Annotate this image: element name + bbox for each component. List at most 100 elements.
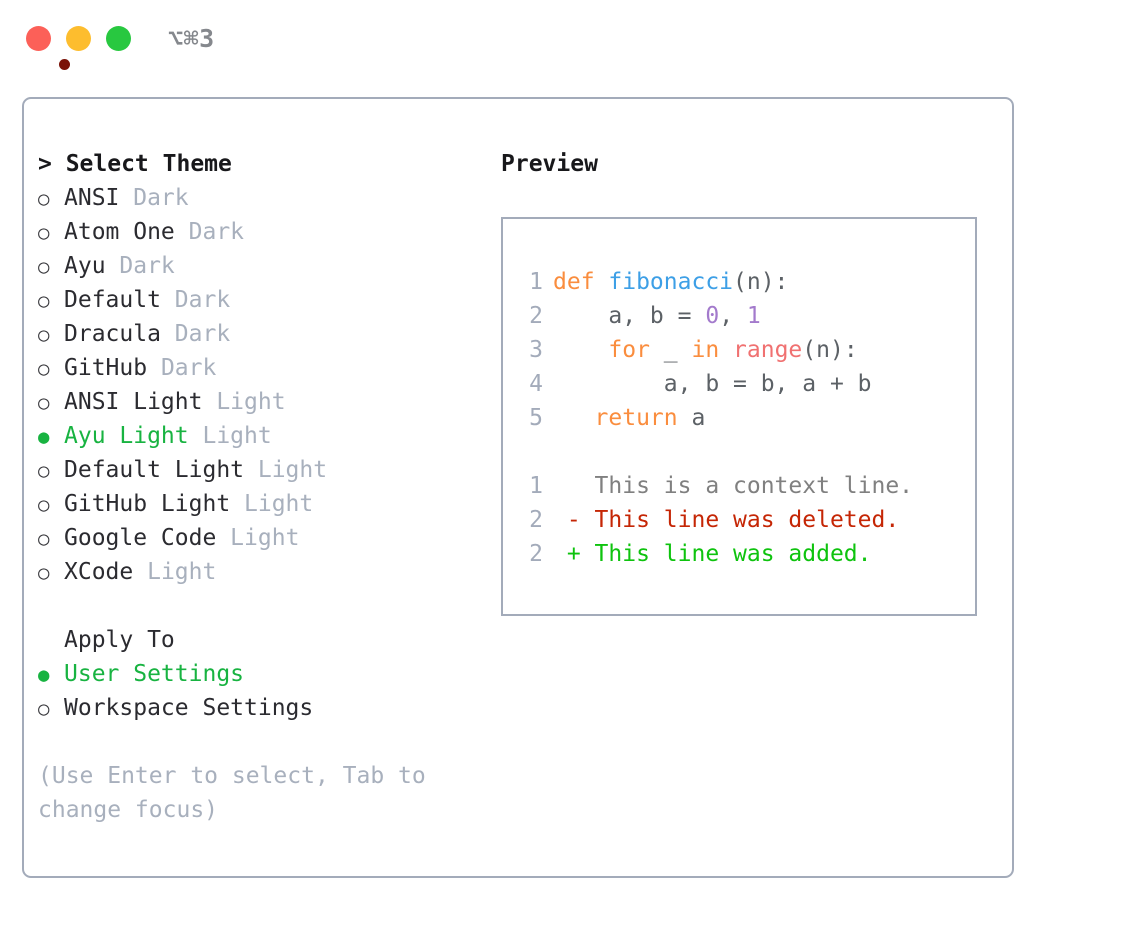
theme-option-tag: Dark [160, 287, 231, 313]
theme-option-tag: Light [244, 457, 328, 483]
radio-unselected-icon: ○ [38, 494, 50, 516]
apply-to-option-label: Workspace Settings [64, 695, 314, 721]
code-token: return [553, 405, 678, 431]
theme-option-ansi[interactable]: ○ ANSI Dark [38, 181, 488, 215]
code-token: in [691, 337, 734, 363]
theme-option-default-light[interactable]: ○Default Light Light [38, 453, 488, 487]
diff-line-text: - This line was deleted. [553, 507, 900, 533]
theme-option-github-light[interactable]: ○ GitHub Light Light [38, 487, 488, 521]
theme-option-label: Google Code [64, 525, 217, 551]
diff-line-text: + This line was added. [553, 541, 872, 567]
theme-option-tag: Dark [119, 185, 189, 211]
code-line: 4 a, b = b, a + b [517, 367, 913, 401]
theme-option-tag: Light [216, 525, 300, 551]
radio-unselected-icon: ○ [38, 562, 50, 584]
code-line: 2 a, b = 0, 1 [517, 299, 913, 333]
radio-unselected-icon: ○ [38, 324, 50, 346]
radio-unselected-icon: ○ [38, 392, 50, 414]
apply-to-option-label: User Settings [64, 661, 245, 687]
theme-option-github[interactable]: ○GitHub Dark [38, 351, 488, 385]
code-token: , [719, 303, 747, 329]
code-token: 0 [705, 303, 720, 329]
code-line-text: return a [553, 405, 706, 431]
code-blank-line [517, 435, 913, 469]
radio-selected-icon: ● [38, 664, 50, 686]
theme-option-tag: Light [202, 389, 286, 415]
code-token: a [677, 405, 706, 431]
theme-option-label: XCode [64, 559, 134, 585]
theme-option-ayu[interactable]: ○ Ayu Dark [38, 249, 488, 283]
theme-option-dracula[interactable]: ○ Dracula Dark [38, 317, 488, 351]
theme-option-ansi-light[interactable]: ○ ANSI Light Light [38, 385, 488, 419]
line-number: 1 [529, 473, 543, 499]
code-token: fibonacci [608, 269, 734, 295]
theme-option-label: Ayu [64, 253, 106, 279]
theme-option-ayu-light[interactable]: ● Ayu Light Light [38, 419, 488, 453]
theme-option-google-code[interactable]: ○Google Code Light [38, 521, 488, 555]
theme-option-xcode[interactable]: ○ XCode Light [38, 555, 488, 589]
theme-option-label: GitHub [64, 355, 148, 381]
apply-to-list: ● User Settings ○ Workspace Settings [38, 657, 488, 725]
hint-text: (Use Enter to select, Tab to change focu… [38, 763, 440, 823]
radio-unselected-icon: ○ [38, 290, 50, 312]
theme-option-label: Default [64, 287, 161, 313]
theme-option-label: Ayu Light [64, 423, 189, 449]
code-line: 3 for _ in range(n): [517, 333, 913, 367]
code-line-text: def fibonacci(n): [553, 269, 788, 295]
maximize-button[interactable] [106, 26, 131, 51]
diff-line: 2 + This line was added. [517, 537, 913, 571]
radio-unselected-icon: ○ [38, 188, 50, 210]
preview-title: Preview [501, 151, 598, 177]
code-token: (n): [733, 269, 789, 295]
spacer [38, 589, 488, 623]
line-number: 5 [529, 405, 543, 431]
theme-option-default[interactable]: ○ Default Dark [38, 283, 488, 317]
theme-option-label: ANSI Light [64, 389, 203, 415]
close-button[interactable] [26, 26, 70, 70]
dialog-card: > Select Theme ○ANSI Dark○Atom One Dark○… [22, 97, 1014, 878]
apply-to-option-user-settings[interactable]: ● User Settings [38, 657, 488, 691]
code-token: a, b = b, a + b [553, 371, 872, 397]
code-token: def [553, 269, 609, 295]
theme-picker-header: > Select Theme [38, 151, 232, 177]
code-line: 5 return a [517, 401, 913, 435]
radio-selected-icon: ● [38, 426, 50, 448]
line-number: 2 [529, 507, 543, 533]
record-indicator-icon [59, 59, 70, 70]
code-line-text: a, b = b, a + b [553, 371, 872, 397]
theme-option-tag: Dark [160, 321, 231, 347]
apply-to-label: Apply To [64, 627, 175, 653]
theme-option-tag: Light [188, 423, 272, 449]
minimize-button[interactable] [66, 26, 91, 51]
diff-line-text: This is a context line. [553, 473, 914, 499]
theme-option-tag: Light [133, 559, 217, 585]
radio-unselected-icon: ○ [38, 460, 50, 482]
code-token: for [553, 337, 650, 363]
line-number: 2 [529, 303, 543, 329]
theme-option-tag: Dark [105, 253, 175, 279]
code-line-text: for _ in range(n): [553, 337, 858, 363]
code-token: (n): [802, 337, 858, 363]
theme-option-label: Dracula [64, 321, 161, 347]
diff-line: 2 - This line was deleted. [517, 503, 913, 537]
theme-option-label: ANSI [64, 185, 120, 211]
apply-to-option-workspace-settings[interactable]: ○ Workspace Settings [38, 691, 488, 725]
theme-option-atom-one[interactable]: ○Atom One Dark [38, 215, 488, 249]
theme-option-label: GitHub Light [64, 491, 231, 517]
code-token: _ [649, 337, 692, 363]
theme-list: ○ANSI Dark○Atom One Dark○Ayu Dark○Defaul… [38, 181, 488, 589]
title-bar: ⌥⌘3 [0, 0, 1140, 76]
radio-unselected-icon: ○ [38, 698, 50, 720]
code-token: a, b = [553, 303, 706, 329]
diff-line: 1 This is a context line. [517, 469, 913, 503]
radio-unselected-icon: ○ [38, 358, 50, 380]
theme-option-tag: Light [230, 491, 314, 517]
line-number: 3 [529, 337, 543, 363]
radio-unselected-icon: ○ [38, 256, 50, 278]
theme-option-tag: Dark [174, 219, 245, 245]
keyboard-shortcut-label: ⌥⌘3 [168, 24, 215, 53]
